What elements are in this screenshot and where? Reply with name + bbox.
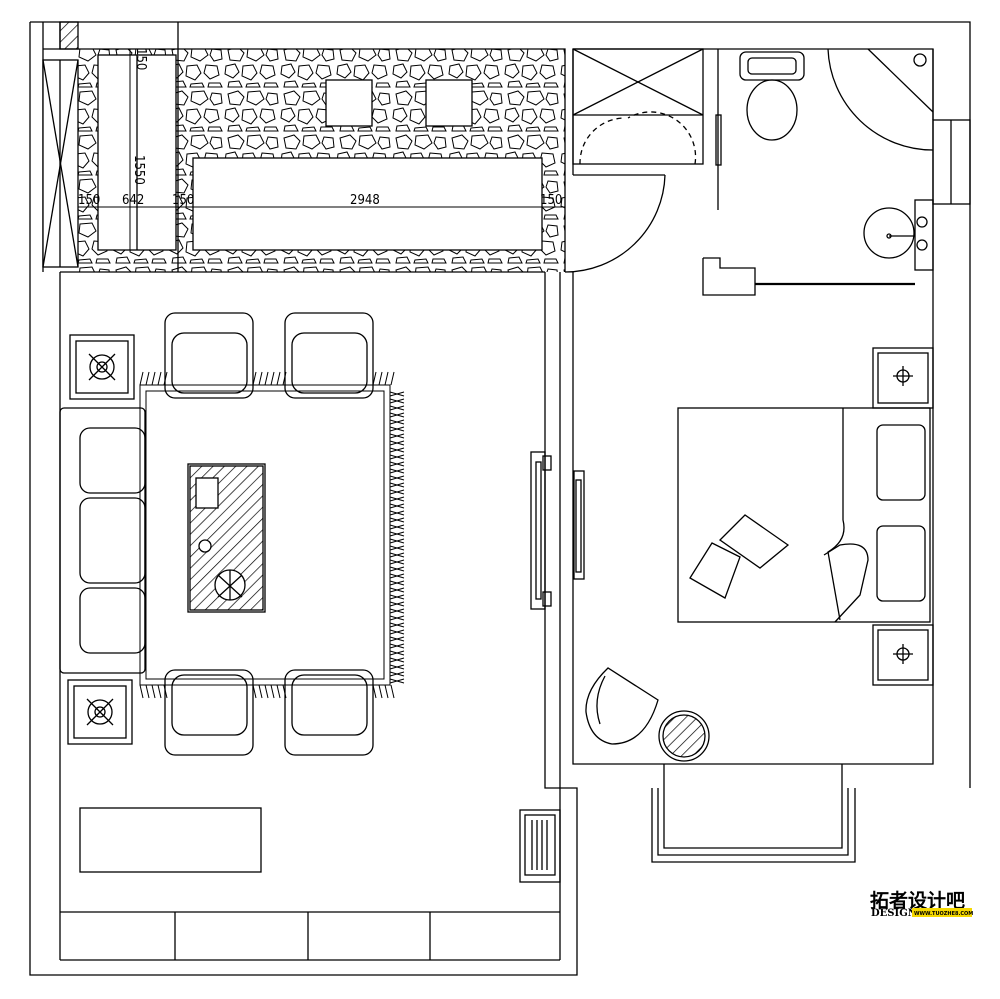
rug-fringe: [139, 371, 405, 699]
bar-counter: [97, 54, 177, 251]
radiator: [519, 809, 561, 883]
sofa-three-seat: [59, 407, 146, 674]
entry-door: [564, 174, 666, 273]
long-counter: [192, 157, 543, 251]
dim-bar-width: 642: [122, 193, 144, 208]
dim-counter-length: 2948: [350, 193, 380, 208]
bathroom-partition: [715, 49, 722, 210]
dim-right-margin: 150: [540, 193, 562, 208]
bar-stool-2: [425, 79, 473, 127]
nightstand-top: [872, 347, 934, 409]
watermark-url: WWW.TUOZHE8.COM: [914, 911, 973, 917]
watermark-url-badge: [912, 908, 972, 917]
armchair-top-2: [284, 312, 374, 399]
tv-wall-unit: [530, 451, 585, 610]
armchair-bottom-1: [164, 669, 254, 756]
nightstand-bottom: [872, 624, 934, 686]
watermark-brand-cn: 拓者设计吧: [870, 889, 965, 912]
armchair-top-1: [164, 312, 254, 399]
double-bed: [677, 407, 931, 623]
dimension-lines: [78, 49, 565, 250]
side-table-lamp-bottom: [67, 679, 133, 745]
balcony: [651, 764, 856, 863]
round-side-table: [658, 710, 710, 762]
side-panel: [42, 59, 79, 268]
watermark-logo: 拓者设计吧 DESIGN WWW.TUOZHE8.COM: [870, 889, 973, 919]
bathroom-sliding-door: [702, 257, 915, 296]
dim-left-margin: 150: [78, 193, 100, 208]
tv-cabinet: [79, 807, 262, 873]
structural-column: [59, 21, 79, 50]
watermark-brand-en: DESIGN: [871, 908, 917, 919]
window-east: [932, 119, 971, 205]
armchair-bottom-2: [284, 669, 374, 756]
shower-icon: [827, 48, 934, 151]
side-table-lamp-top: [69, 334, 135, 400]
dim-bar-height: 1550: [131, 155, 146, 185]
dim-bar-depth: 150: [133, 48, 148, 70]
bottom-cabinet: [60, 911, 560, 960]
washbasin-icon: [863, 199, 934, 271]
toilet-icon: [739, 51, 805, 141]
dim-gap: 150: [172, 193, 194, 208]
coffee-table: [187, 463, 266, 613]
wardrobe-closet: [572, 48, 704, 165]
lounge-chair: [585, 667, 659, 745]
bar-stool-1: [325, 79, 373, 127]
